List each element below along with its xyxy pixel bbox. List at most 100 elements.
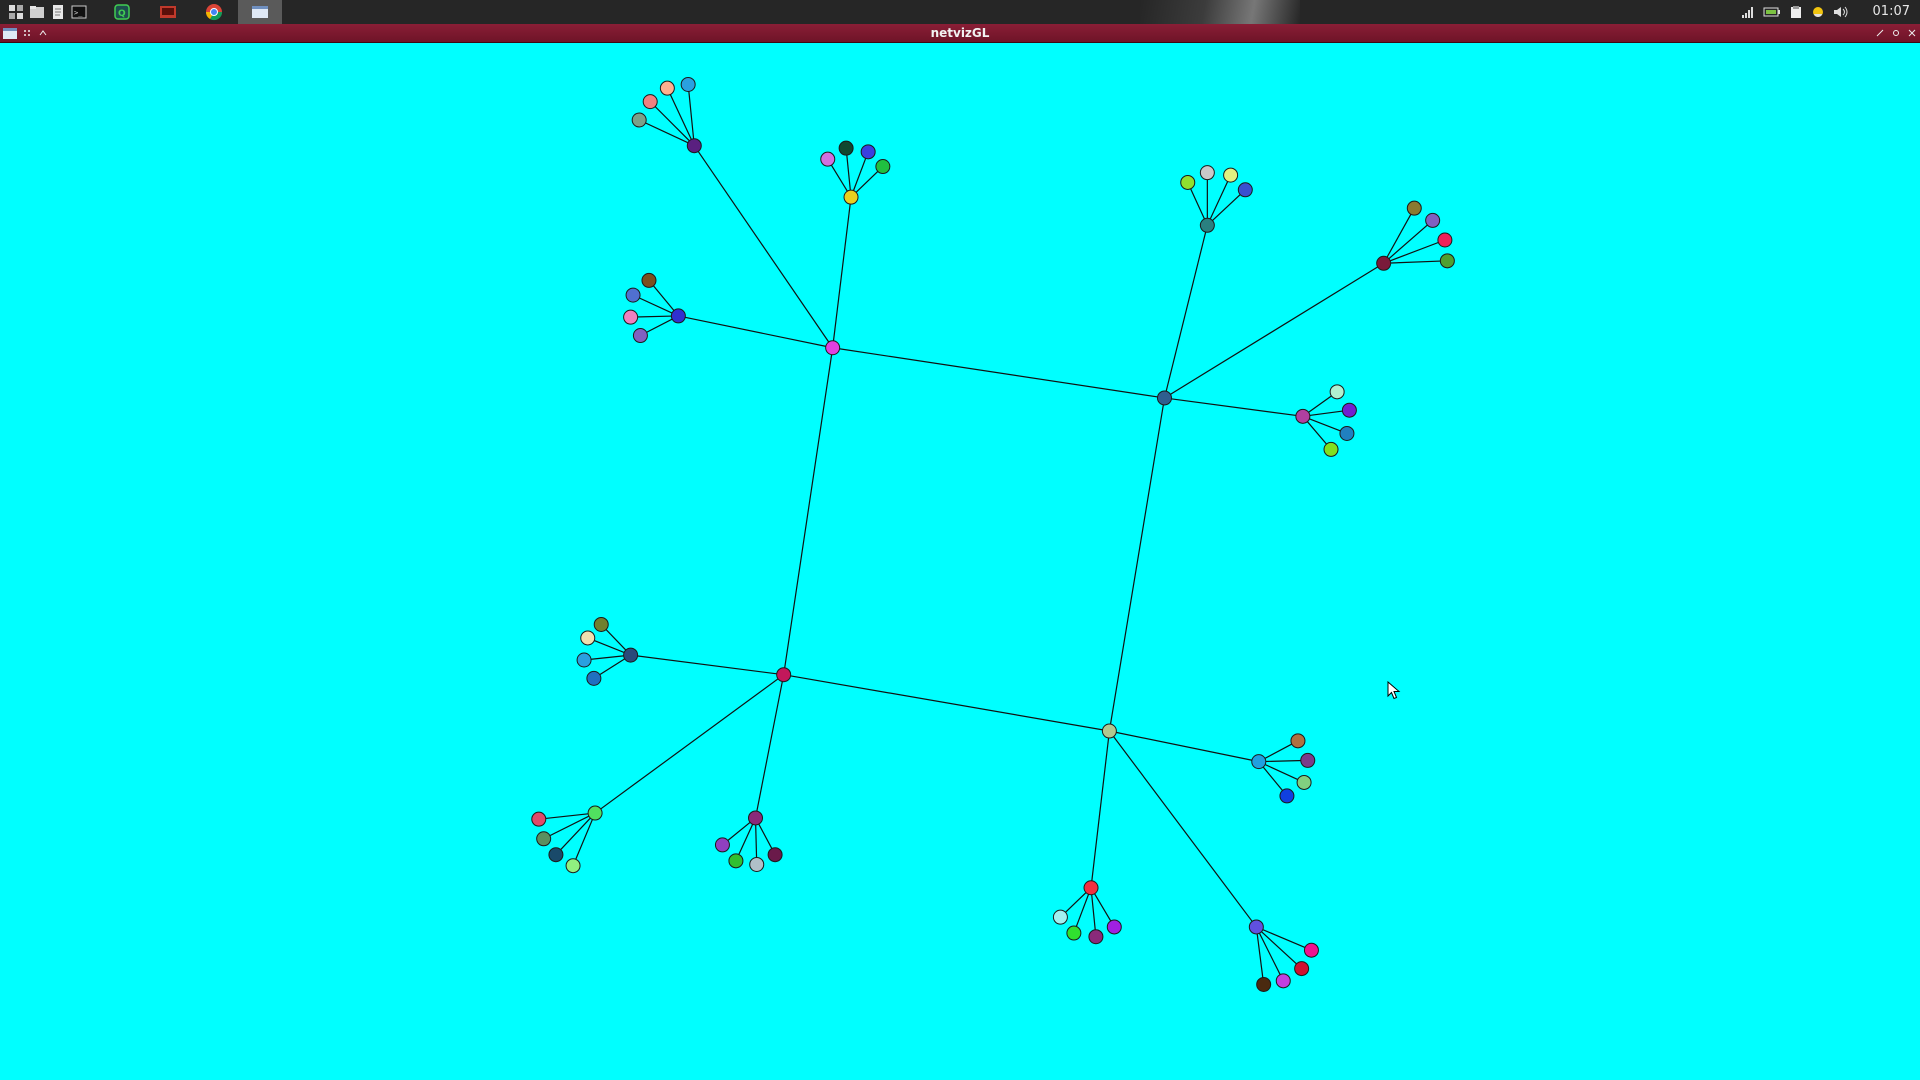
minimize-icon[interactable] — [1874, 26, 1886, 40]
graph-node-leaf[interactable] — [641, 272, 657, 288]
graph-node-leaf[interactable] — [1106, 919, 1122, 935]
graph-node-leaf[interactable] — [838, 140, 854, 156]
graph-node-cluster[interactable] — [1248, 919, 1264, 935]
svg-text:Q: Q — [118, 9, 126, 19]
graph-edge — [1302, 415, 1348, 435]
graph-edge — [572, 812, 596, 866]
graph-edge — [1255, 926, 1284, 982]
graph-node-leaf[interactable] — [860, 144, 876, 160]
menu-icon[interactable] — [6, 2, 26, 22]
close-icon[interactable] — [1906, 26, 1918, 40]
graph-node-leaf[interactable] — [531, 811, 547, 827]
graph-node-leaf[interactable] — [565, 858, 581, 874]
network-signal-icon[interactable] — [1740, 3, 1756, 21]
graph-node-leaf[interactable] — [642, 94, 658, 110]
graph-node-leaf[interactable] — [1425, 212, 1441, 228]
graph-node-leaf[interactable] — [1341, 402, 1357, 418]
qt-creator-icon[interactable]: Q — [112, 2, 132, 22]
graph-canvas[interactable] — [0, 42, 1920, 1080]
graph-node-cluster[interactable] — [623, 647, 639, 663]
graph-node-cluster[interactable] — [843, 189, 859, 205]
weather-icon[interactable] — [1810, 3, 1826, 21]
graph-node-leaf[interactable] — [1300, 752, 1316, 768]
graph-node-leaf[interactable] — [625, 287, 641, 303]
graph-node-leaf[interactable] — [1296, 774, 1312, 790]
chrome-icon[interactable] — [204, 2, 224, 22]
graph-node-leaf[interactable] — [623, 309, 639, 325]
graph-node-cluster[interactable] — [1295, 408, 1311, 424]
graph-node-cluster[interactable] — [686, 138, 702, 154]
graph-node-leaf[interactable] — [1290, 733, 1306, 749]
graph-node-leaf[interactable] — [1275, 973, 1291, 989]
graph-node-leaf[interactable] — [767, 847, 783, 863]
graph-node-leaf[interactable] — [1406, 200, 1422, 216]
graph-node-hub[interactable] — [1156, 390, 1172, 406]
graph-edge — [1164, 397, 1303, 417]
graph-node-cluster[interactable] — [1083, 880, 1099, 896]
graph-edge — [832, 197, 852, 348]
keep-above-icon[interactable] — [38, 26, 48, 40]
clock[interactable]: 01:07 — [1872, 4, 1910, 19]
graph-edge — [783, 347, 834, 675]
graph-node-leaf[interactable] — [680, 76, 696, 92]
graph-node-leaf[interactable] — [1088, 929, 1104, 945]
graph-node-leaf[interactable] — [536, 831, 552, 847]
graph-node-leaf[interactable] — [714, 837, 730, 853]
graph-node-cluster[interactable] — [587, 805, 603, 821]
graph-node-leaf[interactable] — [586, 670, 602, 686]
presentation-app-icon[interactable] — [158, 2, 178, 22]
graph-node-hub[interactable] — [825, 340, 841, 356]
graph-node-leaf[interactable] — [1339, 425, 1355, 441]
graph-node-leaf[interactable] — [1199, 165, 1215, 181]
window-app-icon[interactable] — [250, 2, 270, 22]
window-titlebar[interactable]: netvizGL — [0, 24, 1920, 43]
graph-node-leaf[interactable] — [728, 853, 744, 869]
graph-node-leaf[interactable] — [875, 159, 891, 175]
graph-node-leaf[interactable] — [580, 630, 596, 646]
graph-node-leaf[interactable] — [1437, 232, 1453, 248]
graph-node-leaf[interactable] — [659, 80, 675, 96]
graph-node-cluster[interactable] — [1199, 217, 1215, 233]
volume-icon[interactable] — [1832, 3, 1850, 21]
graph-node-leaf[interactable] — [593, 616, 609, 632]
graph-node-cluster[interactable] — [748, 810, 764, 826]
graph-node-leaf[interactable] — [1223, 167, 1239, 183]
clipboard-icon[interactable] — [1788, 3, 1804, 21]
battery-icon[interactable] — [1762, 3, 1782, 21]
graph-node-leaf[interactable] — [1052, 909, 1068, 925]
graph-edge — [630, 654, 784, 676]
graph-node-leaf[interactable] — [1439, 253, 1455, 269]
text-editor-icon[interactable] — [48, 2, 68, 22]
graph-node-leaf[interactable] — [632, 328, 648, 344]
graph-node-leaf[interactable] — [820, 151, 836, 167]
graph-edge — [584, 654, 631, 661]
graph-node-leaf[interactable] — [1066, 925, 1082, 941]
graph-node-leaf[interactable] — [1329, 384, 1345, 400]
files-icon[interactable] — [27, 2, 47, 22]
graph-node-leaf[interactable] — [631, 112, 647, 128]
graph-node-leaf[interactable] — [576, 652, 592, 668]
drag-handle-icon[interactable] — [22, 26, 32, 40]
graph-node-cluster[interactable] — [1376, 255, 1392, 271]
graph-node-leaf[interactable] — [749, 856, 765, 872]
graph-edge — [632, 294, 679, 317]
graph-node-hub[interactable] — [776, 667, 792, 683]
graph-node-cluster[interactable] — [670, 308, 686, 324]
graph-node-leaf[interactable] — [1180, 174, 1196, 190]
graph-node-hub[interactable] — [1101, 723, 1117, 739]
graph-node-leaf[interactable] — [548, 847, 564, 863]
graph-node-leaf[interactable] — [1294, 961, 1310, 977]
graph-node-leaf[interactable] — [1237, 182, 1253, 198]
graph-node-leaf[interactable] — [1303, 942, 1319, 958]
graph-edge — [850, 151, 869, 198]
graph-node-leaf[interactable] — [1256, 976, 1272, 992]
graph-edge — [1206, 174, 1232, 226]
terminal-icon[interactable]: >_ — [69, 2, 89, 22]
graph-node-leaf[interactable] — [1323, 441, 1339, 457]
window-menu-icon[interactable] — [2, 26, 18, 40]
graph-node-cluster[interactable] — [1251, 754, 1267, 770]
graph-node-leaf[interactable] — [1279, 788, 1295, 804]
graph-edge — [1255, 926, 1265, 985]
maximize-icon[interactable] — [1890, 26, 1902, 40]
graph-edge — [594, 674, 785, 814]
